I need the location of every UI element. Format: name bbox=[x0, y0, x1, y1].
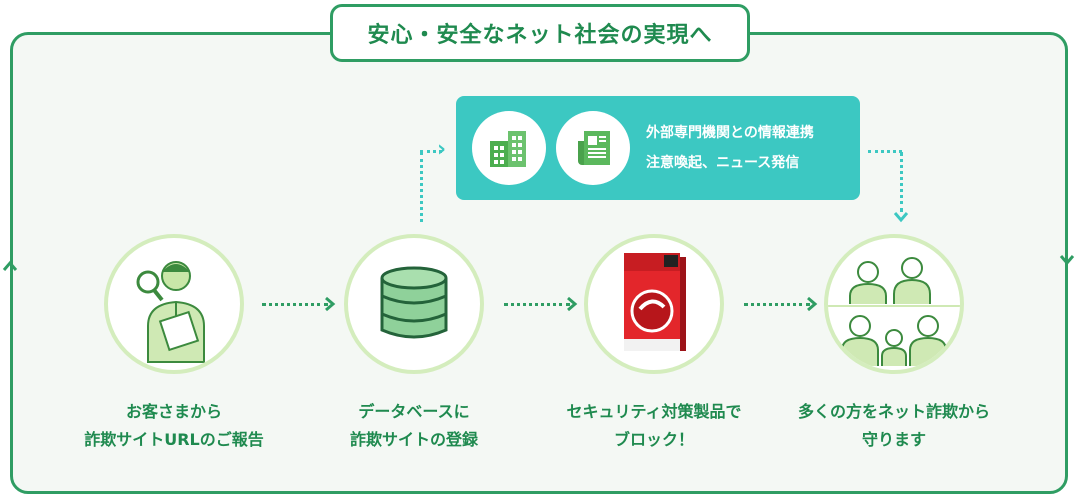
arrow-step2-step3 bbox=[504, 303, 570, 306]
connector-out-horizontal bbox=[868, 150, 902, 153]
chevron-down-icon bbox=[892, 208, 910, 227]
external-line-1: 外部専門機関との情報連携 bbox=[646, 125, 814, 141]
chevron-right-icon bbox=[806, 295, 818, 317]
step-1-label: お客さまから 詐欺サイトURLのご報告 bbox=[84, 402, 264, 449]
connector-up-horizontal bbox=[420, 150, 442, 153]
step-database-illustration bbox=[344, 234, 484, 374]
connector-up bbox=[420, 152, 423, 222]
connector-down bbox=[900, 152, 903, 212]
chevron-right-icon: › bbox=[437, 137, 447, 162]
step-people-illustration bbox=[824, 234, 964, 374]
external-line-2: 注意喚起、ニュース発信 bbox=[646, 155, 800, 171]
chevron-right-icon bbox=[324, 295, 336, 317]
page-title: 安心・安全なネット社会の実現へ bbox=[330, 4, 750, 62]
arrow-step1-step2 bbox=[262, 303, 328, 306]
up-arrow-icon bbox=[1, 258, 19, 281]
down-arrow-icon bbox=[1058, 250, 1076, 273]
chevron-right-icon bbox=[566, 295, 578, 317]
newspaper-icon bbox=[556, 111, 630, 185]
external-info-box: 外部専門機関との情報連携 注意喚起、ニュース発信 bbox=[456, 96, 860, 200]
arrow-step3-step4 bbox=[744, 303, 810, 306]
building-icon bbox=[472, 111, 546, 185]
step-3-label: セキュリティ対策製品で ブロック！ bbox=[566, 402, 742, 449]
step-product-illustration bbox=[584, 234, 724, 374]
step-4-label: 多くの方をネット詐欺から 守ります bbox=[797, 402, 990, 449]
step-report-illustration bbox=[104, 234, 244, 374]
step-2-label: データベースに 詐欺サイトの登録 bbox=[349, 402, 478, 449]
